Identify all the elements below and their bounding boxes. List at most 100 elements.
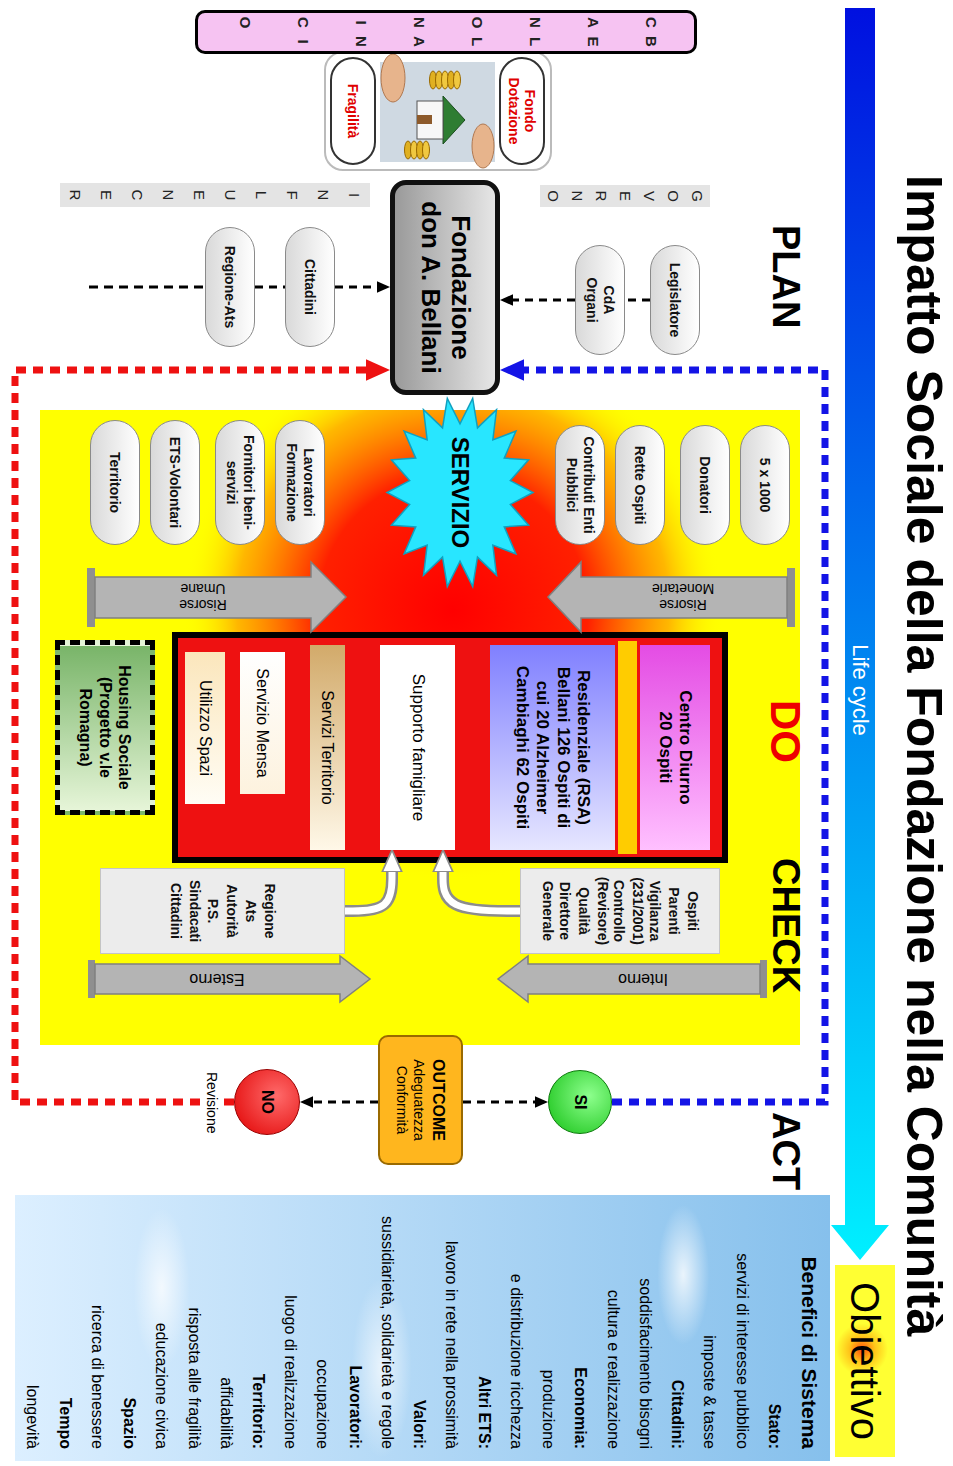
resource-pill: Territorio <box>90 420 140 545</box>
text-group: Servizi Territorio <box>318 690 337 804</box>
box-text: imposte & tasse <box>700 1335 719 1449</box>
box-text: occupazione <box>313 1359 332 1449</box>
arrow-label: Esterno <box>189 970 244 988</box>
connector-line <box>335 286 377 289</box>
dashed-arrow <box>313 1102 378 1103</box>
box-text: Parenti <box>665 887 682 934</box>
service-band: Centro Diurno 20 Ospiti <box>640 645 710 850</box>
service-starburst: SERVIZIO <box>385 395 535 590</box>
actor-pill: CdA Organi <box>575 245 625 355</box>
text-group: Legislatore <box>667 263 684 338</box>
text-group: Benefici di SistemaStato:servizi di inte… <box>23 1207 822 1449</box>
dashed-arrow <box>255 287 285 288</box>
text-group: Territorio <box>107 452 124 513</box>
dashed-arrow <box>463 1102 535 1103</box>
feedback-loop <box>15 370 366 1102</box>
arrow-label: Risorse Umane <box>168 581 238 613</box>
stacked-letters: INFLUENCER <box>60 189 370 202</box>
text-group: RegioneAtsAutoritàP.S.SindacatiCittadini <box>166 880 279 942</box>
box-text: Legislatore <box>667 263 684 338</box>
text-group: Fragilità <box>345 84 361 138</box>
box-text: Centro Diurno 20 Ospiti <box>655 683 696 813</box>
box-text: e distribuzione ricchezza <box>507 1274 526 1449</box>
box-text: 5 x 1000 <box>757 458 774 513</box>
box-text: Utilizzo Spazi <box>195 680 214 776</box>
box-text: Lavoratori: <box>346 1365 365 1449</box>
box-text: Housing Sociale (Progetto v.le Romagna) <box>76 649 134 806</box>
coin <box>454 71 461 89</box>
check-block-arrow <box>95 956 370 1002</box>
box-text: Contributi Enti Pubblici <box>563 434 597 536</box>
dashed-arrow <box>625 300 650 301</box>
text-group: 5 x 1000 <box>757 458 774 513</box>
connector-line <box>255 286 285 289</box>
life-cycle-arrow <box>831 8 889 1260</box>
yes-circle: SI <box>548 1070 612 1134</box>
box-text: Vigilanza (231/2001) <box>629 873 663 949</box>
box-text: Rette Ospiti <box>632 446 649 525</box>
box-text: Adeguatezza Conformità <box>393 1041 427 1159</box>
connector-line <box>463 1101 535 1104</box>
box-text: Fornitori beni-servizi <box>223 429 257 536</box>
text-group: ETS-Volontari <box>167 437 184 529</box>
box-text: Benefici di Sistema <box>797 1256 822 1449</box>
house-roof <box>443 96 465 144</box>
curved-arrow <box>443 872 520 911</box>
resource-pill: Contributi Enti Pubblici <box>555 425 605 545</box>
box-text: Fondazione don A. Bellani <box>415 191 475 384</box>
text-group: OspitiParentiVigilanza (231/2001)Control… <box>538 873 701 949</box>
dashed-arrow <box>513 300 575 301</box>
resource-pill: Fornitori beni-servizi <box>215 420 265 545</box>
text-group: Rette Ospiti <box>632 446 649 525</box>
text-group: Lavoratori Formazione <box>283 429 317 536</box>
box-text: Cittadini <box>302 259 319 315</box>
box-text: Ospiti <box>684 891 701 931</box>
text-group: Residenziale (RSA) Bellani 126 Ospiti di… <box>512 659 594 837</box>
connector-line <box>625 299 650 302</box>
arrow-tail-cap <box>787 568 795 627</box>
external-check-box: RegioneAtsAutoritàP.S.SindacatiCittadini <box>100 868 345 954</box>
resource-pill: Lavoratori Formazione <box>275 420 325 545</box>
governance-bar: GOVERNO <box>540 185 710 207</box>
box-text: Territorio: <box>249 1374 268 1449</box>
phase-label: CHECK <box>763 858 807 993</box>
hand <box>381 54 405 102</box>
box-text: Fragilità <box>345 84 361 138</box>
phase-label: ACT <box>763 1112 807 1190</box>
box-text: Territorio <box>107 452 124 513</box>
name-banner: CANONICOBELLANI <box>195 10 697 54</box>
box-text: Sindacati <box>186 880 203 942</box>
box-text: Regione <box>261 883 278 938</box>
text-group: Fondo Dotazione <box>506 65 538 157</box>
fund-illustration <box>380 54 495 168</box>
actor-pill: Regione-Ats <box>205 227 255 347</box>
box-text: SI <box>571 1094 589 1109</box>
box-text: luogo di realizzazione <box>281 1295 300 1449</box>
box-text: NO <box>258 1090 276 1114</box>
actor-pill: Legislatore <box>650 245 700 355</box>
text-group: SI <box>571 1094 589 1109</box>
text-group: INFLUENCER <box>60 189 370 202</box>
box-text: Servizi Territorio <box>318 690 337 804</box>
influencer-bar: INFLUENCER <box>60 183 370 207</box>
stacked-letters: GOVERNO <box>541 190 709 203</box>
resource-pill: ETS-Volontari <box>150 420 200 545</box>
foundation-box: Fondazione don A. Bellani <box>390 180 500 395</box>
connector-line <box>15 370 366 1102</box>
box-text: Cittadini: <box>668 1380 687 1449</box>
resource-block-arrow <box>95 562 346 632</box>
arrow-label: Interno <box>618 970 668 988</box>
box-text: produzione <box>539 1370 558 1449</box>
phase-label: PLAN <box>763 225 807 328</box>
box-text: CdA Organi <box>583 271 617 329</box>
box-text: ricerca di benessere <box>88 1305 107 1449</box>
text-group: CdA Organi <box>583 271 617 329</box>
text-group: Fornitori beni-servizi <box>223 429 257 536</box>
internal-check-box: OspitiParentiVigilanza (231/2001)Control… <box>520 868 720 954</box>
no-circle: NO <box>234 1069 300 1135</box>
connector-line <box>513 299 575 302</box>
service-band: Residenziale (RSA) Bellani 126 Ospiti di… <box>490 645 615 850</box>
box-text: Economia: <box>571 1367 590 1449</box>
text-group: CANONICOBELLANI <box>216 13 680 51</box>
